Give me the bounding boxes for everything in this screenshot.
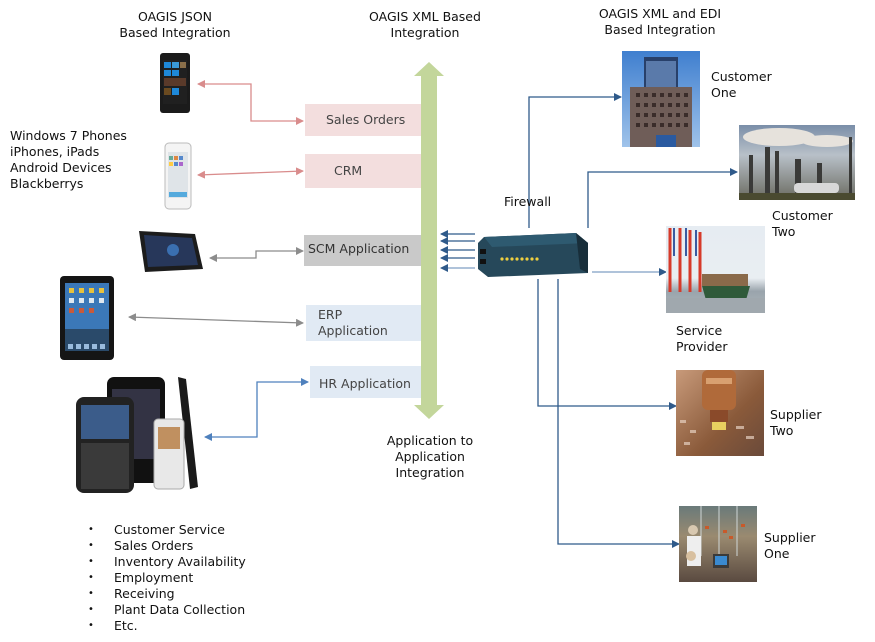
header-xml-line2: Integration [390, 25, 460, 40]
header-xml: OAGIS XML Based Integration [350, 9, 500, 41]
connector-supplier-one [557, 279, 680, 548]
header-json-line1: OAGIS JSON [137, 9, 213, 24]
bus-label-line2: Application [395, 449, 465, 464]
app-label-crm: CRM [334, 163, 363, 178]
partner-label-supplier-two: Supplier Two [770, 407, 822, 439]
device-list-item: Windows 7 Phones [10, 128, 127, 143]
use-case-item: Inventory Availability [88, 554, 246, 570]
android-tablet-image [137, 229, 205, 275]
connector-windows-phone-sales-orders [197, 80, 304, 125]
ipad-image [58, 274, 116, 362]
app-box-crm[interactable]: CRM [305, 154, 421, 188]
app-label-sales-orders: Sales Orders [326, 112, 406, 127]
device-list: Windows 7 Phones iPhones, iPads Android … [10, 128, 127, 192]
app-box-scm[interactable]: SCM Application [304, 235, 421, 266]
connector-supplier-two [537, 279, 677, 410]
iphone-image [163, 142, 193, 210]
partner-label-line: One [711, 85, 737, 100]
partner-label-line: Service [676, 323, 723, 338]
partner-label-line: Customer [772, 208, 833, 223]
use-case-item: Customer Service [88, 522, 246, 538]
app-label-erp-line2: Application [318, 323, 388, 338]
windows-phone-image [158, 52, 192, 114]
connector-iphone-crm [197, 167, 304, 179]
partner-label-line: Customer [711, 69, 772, 84]
use-case-item: Receiving [88, 586, 246, 602]
use-case-item: Etc. [88, 618, 246, 634]
partner-label-line: Two [770, 423, 794, 438]
app-label-scm: SCM Application [308, 241, 410, 256]
device-list-item: Android Devices [10, 160, 112, 175]
partner-label-line: Two [772, 224, 796, 239]
connector-phones-hr [204, 378, 309, 441]
bus-label: Application to Application Integration [370, 433, 490, 481]
bus-label-line1: Application to [386, 433, 474, 448]
header-edi-line2: Based Integration [604, 22, 716, 37]
connector-customer-one [528, 93, 622, 228]
use-case-item: Sales Orders [88, 538, 246, 554]
partner-label-customer-one: Customer One [711, 69, 772, 101]
supplier-one-factory-image [679, 506, 757, 582]
app-label-erp-line1: ERP [318, 307, 343, 322]
use-case-item: Plant Data Collection [88, 602, 246, 618]
partner-label-supplier-one: Supplier One [764, 530, 816, 562]
connector-tablet-scm [209, 247, 304, 262]
service-provider-port-image [666, 226, 765, 313]
header-edi-line1: OAGIS XML and EDI [598, 6, 722, 21]
header-edi: OAGIS XML and EDI Based Integration [585, 6, 735, 38]
use-case-item: Employment [88, 570, 246, 586]
app-box-sales-orders[interactable]: Sales Orders [305, 104, 421, 136]
partner-label-service-provider: Service Provider [676, 323, 727, 355]
app-box-hr[interactable]: HR Application [310, 366, 421, 398]
connector-ipad-erp [128, 313, 304, 327]
device-list-item: iPhones, iPads [10, 144, 100, 159]
header-xml-line1: OAGIS XML Based [369, 9, 481, 24]
partner-label-line: One [764, 546, 790, 561]
firewall-label: Firewall [504, 194, 552, 209]
firewall-to-bus-arrows [440, 230, 475, 272]
partner-label-line: Supplier [770, 407, 822, 422]
use-case-list: Customer Service Sales Orders Inventory … [88, 522, 246, 634]
connector-customer-two [587, 168, 738, 228]
customer-two-refinery-image [739, 125, 855, 200]
bus-label-line3: Integration [395, 465, 465, 480]
app-label-hr: HR Application [319, 376, 411, 391]
partner-label-line: Supplier [764, 530, 816, 545]
partner-label-customer-two: Customer Two [772, 208, 833, 240]
app-box-erp[interactable]: ERP Application [306, 305, 421, 341]
partner-label-line: Provider [676, 339, 728, 354]
supplier-two-electronics-image [676, 370, 764, 456]
device-list-item: Blackberrys [10, 176, 84, 191]
header-json: OAGIS JSON Based Integration [100, 9, 250, 41]
integration-bus-arrow [414, 62, 444, 419]
phones-group-image [74, 375, 204, 495]
firewall-device-image [476, 229, 590, 279]
customer-one-building-image [622, 51, 700, 147]
header-json-line2: Based Integration [119, 25, 231, 40]
